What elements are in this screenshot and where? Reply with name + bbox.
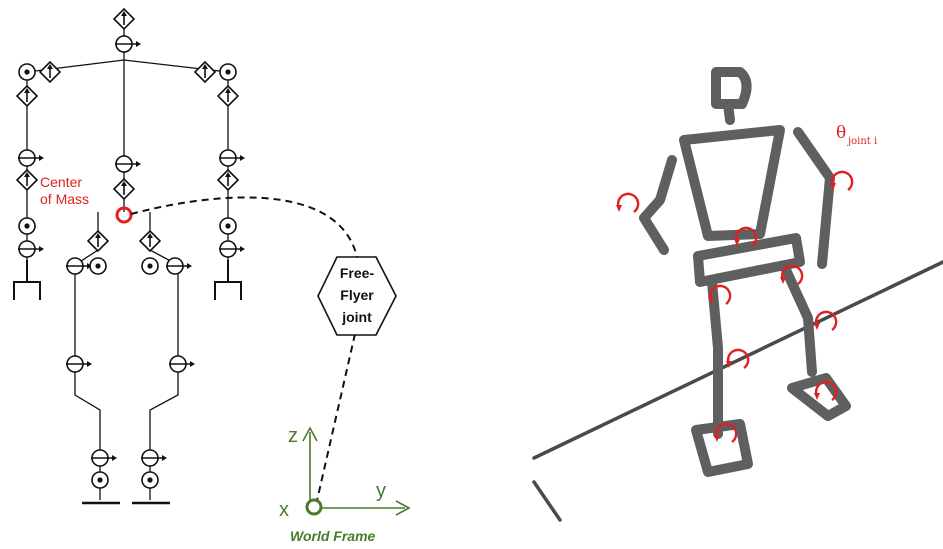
- freeflyer-label-line1: Free-: [340, 265, 375, 281]
- world-frame-label: World Frame: [290, 528, 376, 544]
- freeflyer-label-line2: Flyer: [340, 287, 374, 303]
- robot-right-arm: [793, 127, 835, 269]
- robot-left-arm: [639, 155, 677, 255]
- right-shoulder-joint-icon: [194, 61, 216, 83]
- theta-subscript: joint i: [847, 136, 877, 147]
- left-wrist-joint-icon: [17, 240, 45, 258]
- rotation-arrow-icon: [812, 310, 838, 332]
- freeflyer-joint-box: Free- Flyer joint: [317, 256, 397, 336]
- neck-joint-icon: [113, 8, 135, 30]
- robot-right-leg: [781, 265, 817, 377]
- left-elbow-joint-icon: [17, 149, 45, 167]
- robot-sketch: θ joint i: [532, 67, 943, 522]
- right-shoulder-joint-icon: [217, 85, 239, 107]
- robot-torso: [679, 125, 785, 241]
- right-elbow-joint-icon: [217, 169, 239, 191]
- link-lines: [26, 20, 229, 500]
- left-knee-joint-icon: [65, 355, 93, 373]
- left-ankle-joint-icon: [90, 449, 118, 467]
- right-hip-joint-icon: [141, 257, 159, 275]
- robot-left-foot: [691, 419, 753, 477]
- left-shoulder-joint-icon: [16, 85, 38, 107]
- world-frame: z y x World Frame: [279, 425, 411, 544]
- left-gripper-icon: [13, 260, 41, 300]
- robot-pelvis: [693, 233, 805, 287]
- right-shoulder-joint-icon: [219, 63, 237, 81]
- com-label-line2: of Mass: [40, 191, 89, 207]
- robot-neck: [723, 99, 735, 125]
- torso-joint-icon: [114, 155, 142, 173]
- robot-right-foot: [787, 373, 851, 421]
- kinematic-tree: [13, 8, 246, 505]
- right-ankle-joint-icon: [140, 449, 168, 467]
- head-joint-icon: [114, 35, 142, 53]
- theta-symbol: θ: [836, 123, 846, 143]
- freeflyer-label-line3: joint: [341, 309, 372, 325]
- right-hip-joint-icon: [139, 230, 161, 252]
- freeflyer-link-upper: [130, 196, 359, 263]
- rotation-arrow-icon: [614, 192, 640, 214]
- ground-plane: [532, 260, 943, 522]
- right-wrist-joint-icon: [218, 240, 246, 258]
- axis-z-label: z: [288, 425, 298, 447]
- torso-joint-icon: [113, 178, 135, 200]
- axis-y-label: y: [376, 480, 386, 502]
- center-of-mass-icon: [115, 206, 133, 224]
- left-wrist-joint-icon: [18, 217, 36, 235]
- right-gripper-icon: [214, 260, 242, 300]
- right-ankle-joint-icon: [141, 471, 159, 489]
- right-wrist-joint-icon: [219, 217, 237, 235]
- freeflyer-link-lower: [315, 333, 356, 506]
- axis-x-label: x: [279, 499, 289, 521]
- robot-head: [711, 67, 752, 109]
- right-hip-joint-icon: [165, 257, 193, 275]
- left-hip-joint-icon: [87, 230, 109, 252]
- left-shoulder-joint-icon: [39, 61, 61, 83]
- right-knee-joint-icon: [168, 355, 196, 373]
- right-elbow-joint-icon: [218, 149, 246, 167]
- left-shoulder-joint-icon: [18, 63, 36, 81]
- left-elbow-joint-icon: [16, 169, 38, 191]
- left-hip-joint-icon: [89, 257, 107, 275]
- y-axis-arrow-icon: [395, 500, 411, 516]
- com-label-line1: Center: [40, 174, 82, 190]
- left-ankle-joint-icon: [91, 471, 109, 489]
- robot-left-leg: [707, 277, 723, 439]
- world-origin-icon: [305, 498, 323, 516]
- z-axis-arrow-icon: [302, 426, 318, 442]
- left-hip-joint-icon: [65, 257, 93, 275]
